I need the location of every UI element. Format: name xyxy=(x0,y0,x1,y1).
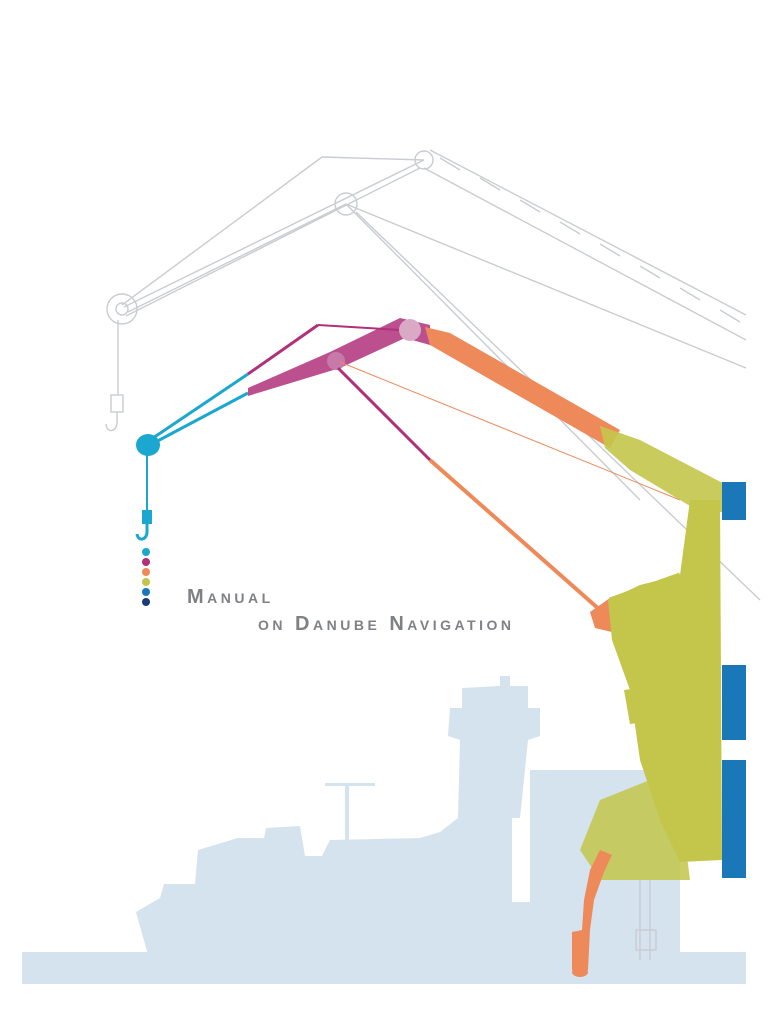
crane-colored xyxy=(135,318,746,977)
marker-dot-blue xyxy=(142,588,150,596)
marker-dot-olive xyxy=(142,578,150,586)
title-line-danube-navigation: on Danube Navigation xyxy=(258,613,515,635)
marker-dot-magenta xyxy=(142,558,150,566)
title-line-manual: Manual xyxy=(187,586,274,608)
ship-silhouette xyxy=(22,676,746,984)
marker-dot-cyan xyxy=(142,548,150,556)
marker-dot-navy xyxy=(142,598,150,606)
marker-dot-orange xyxy=(142,568,150,576)
marker-dots xyxy=(142,548,150,606)
